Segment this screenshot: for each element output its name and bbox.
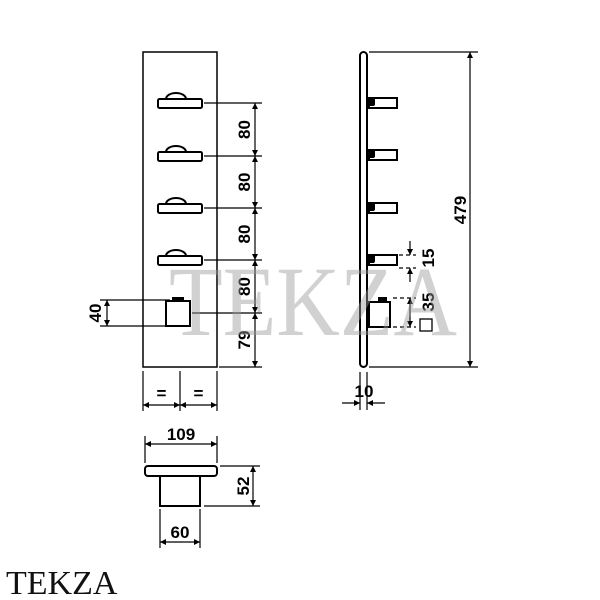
handle-lever bbox=[157, 203, 203, 214]
handle-hub bbox=[366, 97, 375, 106]
watermark: TEKZA bbox=[169, 246, 457, 357]
front-view: 80 80 80 80 79 40 = = bbox=[86, 51, 262, 411]
handle-hub bbox=[366, 149, 375, 158]
half-label-right: = bbox=[194, 384, 204, 403]
spacing-label-2: 80 bbox=[235, 173, 254, 192]
plate-thickness-label: 10 bbox=[355, 382, 374, 401]
front-spacing-dimension: 80 80 80 80 79 bbox=[192, 102, 262, 368]
side-handle-4 bbox=[366, 254, 398, 266]
overall-height-dimension: 479 bbox=[369, 51, 478, 368]
handle-thickness-label: 15 bbox=[419, 249, 438, 268]
brand-logo: TEKZA bbox=[6, 565, 118, 600]
front-handle-1 bbox=[157, 92, 203, 109]
handle-knob bbox=[165, 92, 187, 100]
knob-size-dimension: 35 bbox=[393, 293, 438, 332]
front-square-knob bbox=[165, 297, 191, 327]
handle-knob bbox=[165, 197, 187, 205]
handle-hub bbox=[366, 254, 375, 263]
spacing-label-5: 79 bbox=[235, 331, 254, 350]
halves-dimension: = = bbox=[142, 371, 218, 411]
top-view: 109 52 60 bbox=[144, 425, 260, 548]
handle-lever bbox=[157, 255, 203, 266]
side-square-knob bbox=[368, 297, 391, 328]
projection-label: 52 bbox=[234, 477, 253, 496]
overall-height-label: 479 bbox=[451, 196, 470, 224]
plate-width-dimension: 109 bbox=[144, 425, 218, 463]
side-handle-3 bbox=[366, 202, 398, 214]
knob-body bbox=[368, 301, 391, 328]
knob-width-dimension: 60 bbox=[159, 509, 201, 548]
handle-knob bbox=[165, 145, 187, 153]
knob-width-label: 60 bbox=[171, 523, 190, 542]
knob-body bbox=[165, 300, 191, 327]
knob-height-dimension: 40 bbox=[86, 299, 170, 327]
handle-hub bbox=[366, 202, 375, 211]
side-view: 479 15 35 10 bbox=[342, 51, 478, 410]
projection-dimension: 52 bbox=[204, 465, 260, 507]
top-plate bbox=[144, 465, 218, 477]
knob-size-label: 35 bbox=[419, 293, 438, 312]
plate-thickness-dimension: 10 bbox=[342, 372, 385, 410]
side-handle-2 bbox=[366, 149, 398, 161]
handle-lever bbox=[157, 98, 203, 109]
front-handle-4 bbox=[157, 249, 203, 266]
side-handle-1 bbox=[366, 97, 398, 109]
spacing-label-1: 80 bbox=[235, 120, 254, 139]
handle-knob bbox=[165, 249, 187, 257]
knob-height-label: 40 bbox=[86, 304, 105, 323]
spacing-label-3: 80 bbox=[235, 225, 254, 244]
knob-nub bbox=[172, 297, 184, 301]
front-handle-2 bbox=[157, 145, 203, 162]
handle-thickness-dimension: 15 bbox=[399, 241, 438, 282]
front-handle-3 bbox=[157, 197, 203, 214]
square-symbol-icon bbox=[419, 318, 433, 332]
top-knob-body bbox=[159, 475, 201, 507]
handle-lever bbox=[157, 151, 203, 162]
knob-nub bbox=[378, 297, 387, 302]
spacing-label-4: 80 bbox=[235, 277, 254, 296]
plate-width-label: 109 bbox=[167, 425, 195, 444]
half-label-left: = bbox=[157, 384, 167, 403]
